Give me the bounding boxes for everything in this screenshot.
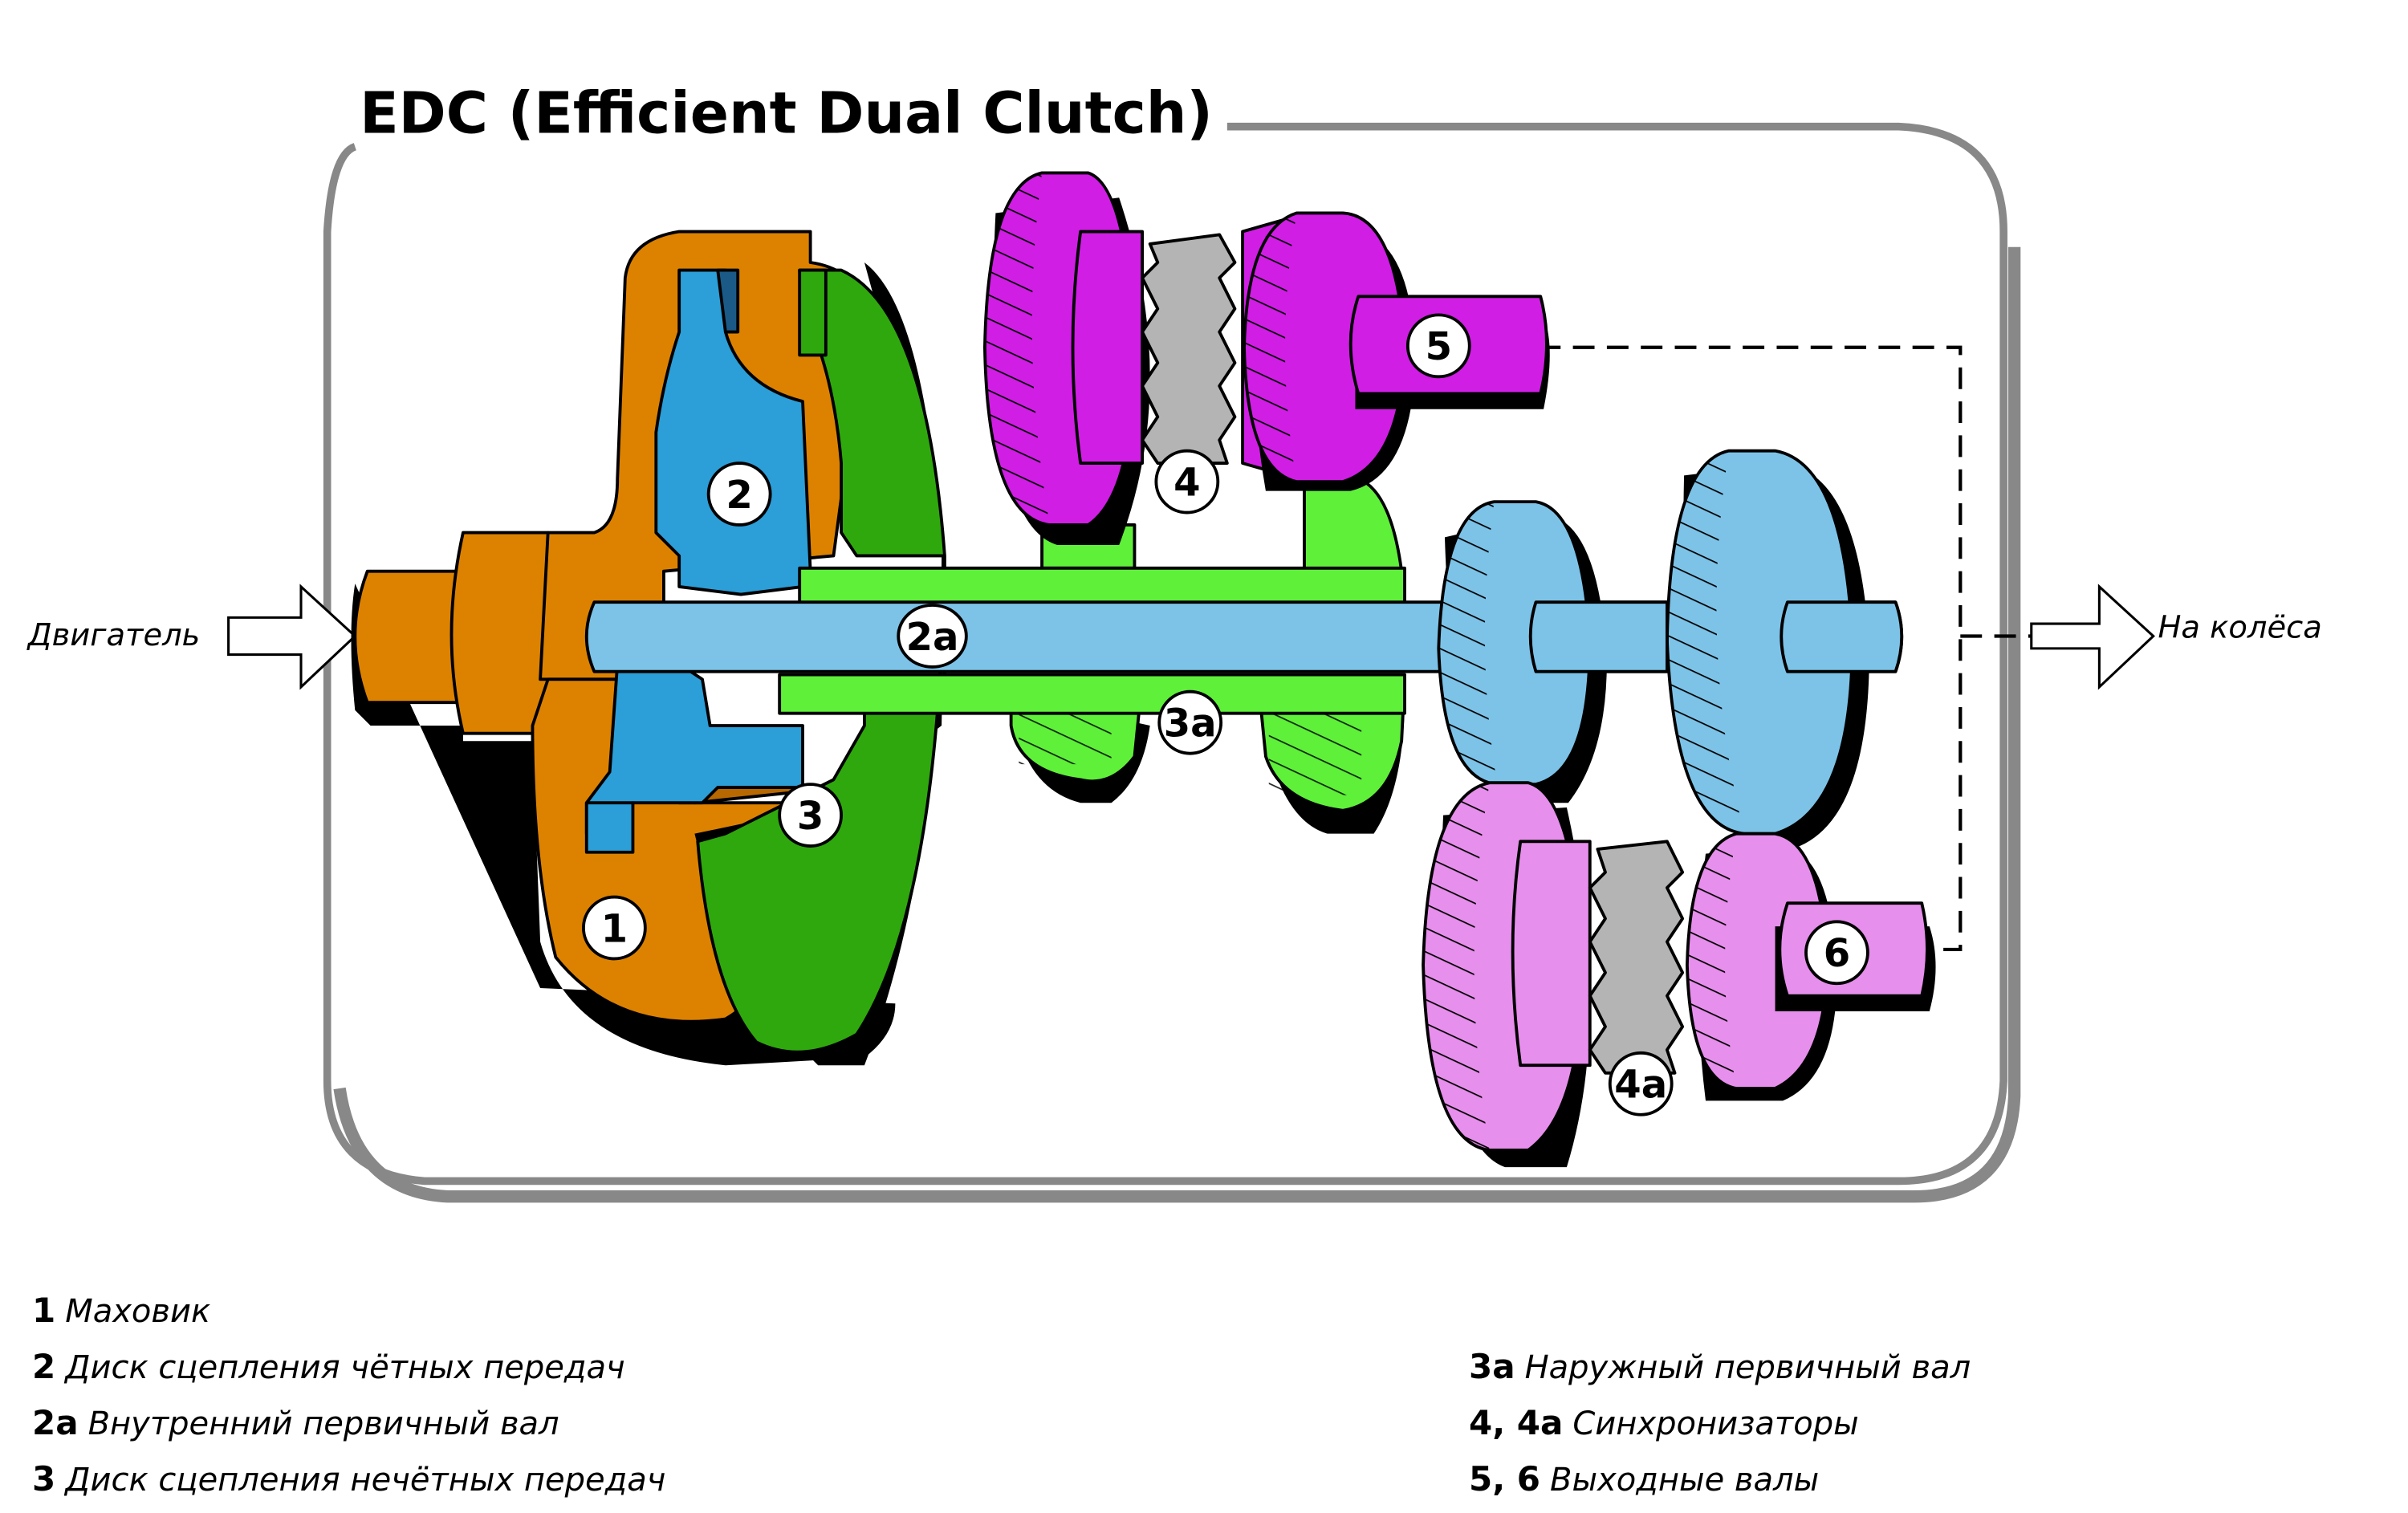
- frame: [323, 122, 2021, 1203]
- synchronizer-4a: [1588, 840, 1685, 1075]
- callout-3: 3: [778, 783, 843, 848]
- callout-4a: 4a: [1608, 1051, 1674, 1116]
- diagram-title: EDC (Efficient Dual Clutch): [360, 79, 1213, 146]
- svg-text:3: 3: [797, 794, 824, 839]
- svg-text:4: 4: [1173, 460, 1200, 505]
- svg-text:1: 1: [601, 906, 628, 951]
- callout-4: 4: [1154, 449, 1220, 515]
- callout-2a: 2a: [897, 604, 968, 669]
- svg-text:3a: 3a: [1164, 701, 1217, 746]
- callout-2: 2: [706, 462, 772, 527]
- output-label: На колёса: [2158, 609, 2321, 645]
- synchronizer-4: [1141, 233, 1237, 465]
- even-clutch-disc: [584, 268, 812, 854]
- output-shaft-6: [1422, 781, 1936, 1168]
- callout-6: 6: [1804, 920, 1869, 986]
- svg-text:6: 6: [1824, 931, 1850, 976]
- svg-text:2: 2: [726, 473, 752, 518]
- output-shaft-5: [983, 171, 1550, 545]
- outer-input-shaft: [778, 477, 1406, 834]
- odd-clutch-disc: [694, 262, 946, 1066]
- callout-5: 5: [1405, 313, 1471, 379]
- output-arrow: [2030, 584, 2155, 690]
- svg-text:4a: 4a: [1614, 1063, 1667, 1108]
- input-arrow: [227, 584, 357, 690]
- svg-text:2a: 2a: [906, 615, 959, 660]
- input-label: Двигатель: [26, 617, 201, 653]
- svg-text:5: 5: [1426, 324, 1452, 369]
- callout-3a: 3a: [1157, 689, 1223, 755]
- callout-1: 1: [582, 895, 647, 961]
